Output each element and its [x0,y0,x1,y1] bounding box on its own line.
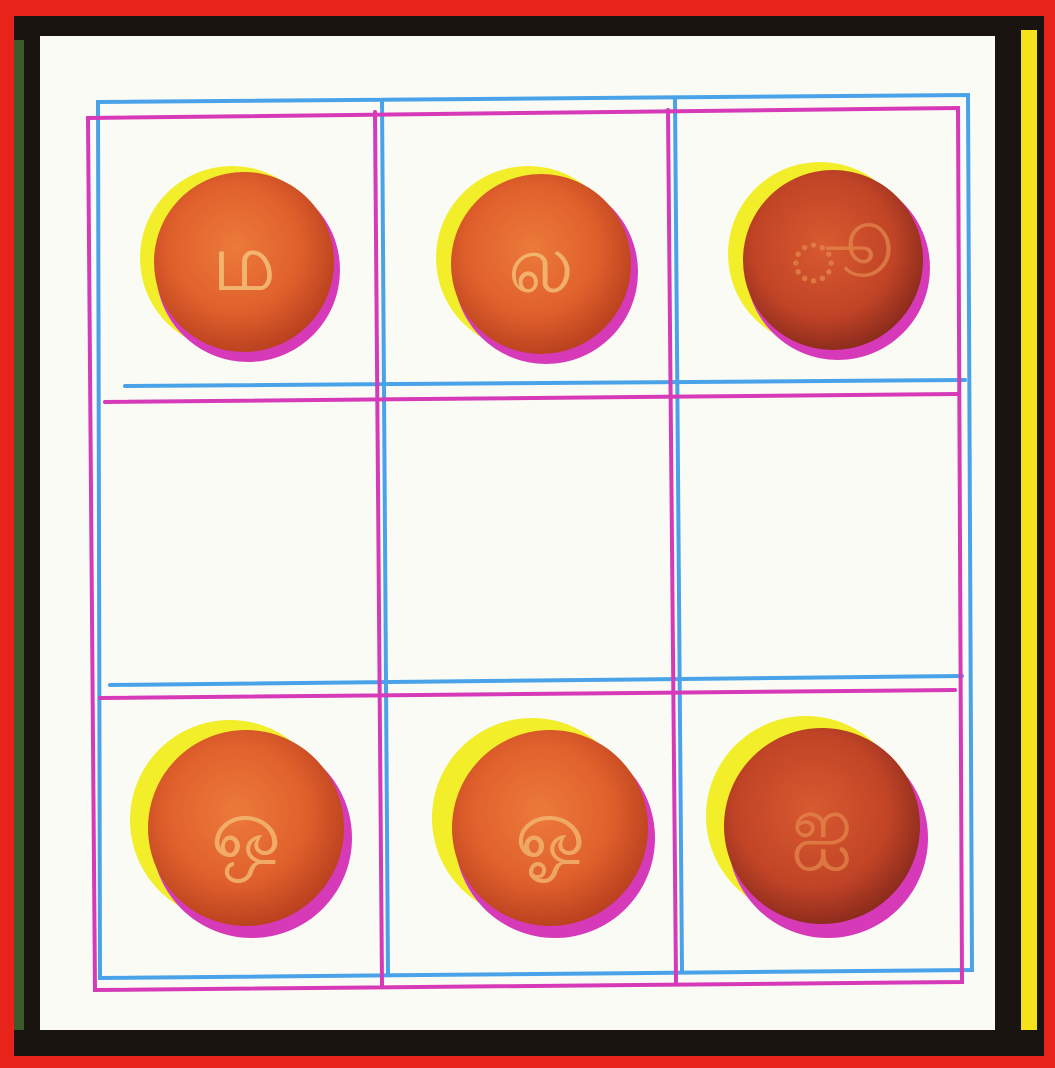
coin-r1-c3[interactable]: ூ [728,162,930,360]
coin-mark: ஐ [791,779,852,871]
coin-r3-c1[interactable]: ஒ [130,720,352,938]
coin-mark: ஒ [211,780,281,883]
coin-mark: ம [212,216,276,309]
coin-r3-c3[interactable]: ஐ [706,716,928,938]
coin-r1-c1[interactable]: ம [140,166,340,362]
coin-mark: ூ [787,215,893,297]
cell-r2-c2[interactable] [392,402,667,677]
coin-mark: ஓ [515,780,585,883]
coin-r1-c2[interactable]: ல [436,166,638,364]
coin-r3-c2[interactable]: ஓ [432,718,655,938]
grid-v1-magenta [375,112,382,985]
grid-v1-blue [382,100,388,975]
grid-h1-blue [125,380,965,386]
grid-h2-magenta [100,690,955,698]
cell-r2-c1[interactable] [110,405,372,680]
coin-mark: ல [508,218,574,311]
cell-r2-c3[interactable] [686,398,956,673]
